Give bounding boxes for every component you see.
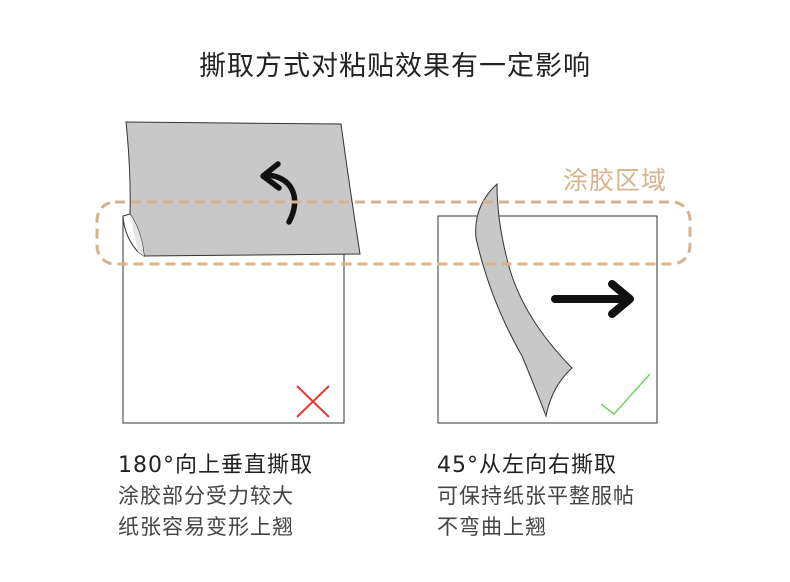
right-desc-line1: 可保持纸张平整服帖 bbox=[437, 481, 635, 512]
right-desc-line2: 不弯曲上翘 bbox=[437, 512, 635, 543]
right-heading: 45°从左向右撕取 bbox=[437, 450, 635, 481]
left-heading: 180°向上垂直撕取 bbox=[118, 450, 313, 481]
glue-zone-label: 涂胶区域 bbox=[563, 161, 667, 197]
left-peeled-sheet bbox=[126, 122, 360, 256]
right-caption: 45°从左向右撕取 可保持纸张平整服帖 不弯曲上翘 bbox=[437, 450, 635, 543]
left-desc-line1: 涂胶部分受力较大 bbox=[118, 481, 313, 512]
left-caption: 180°向上垂直撕取 涂胶部分受力较大 纸张容易变形上翘 bbox=[118, 450, 313, 543]
left-desc-line2: 纸张容易变形上翘 bbox=[118, 512, 313, 543]
